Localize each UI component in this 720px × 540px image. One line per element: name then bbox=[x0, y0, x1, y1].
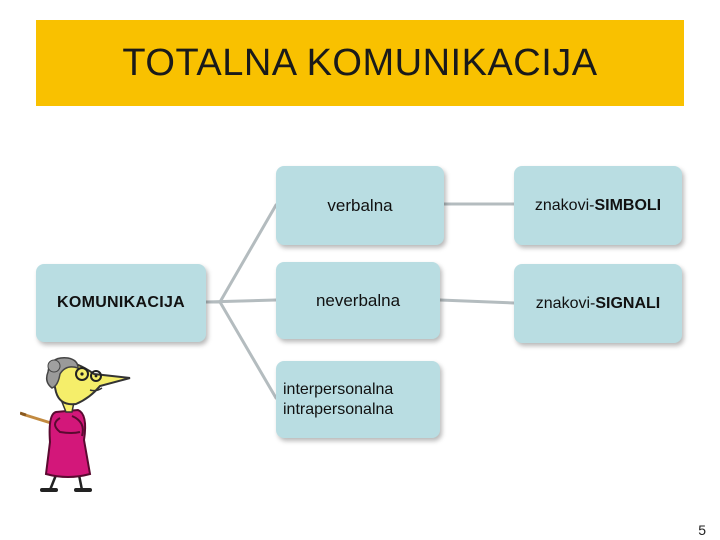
connector-root-interpersonal bbox=[204, 300, 278, 400]
teacher-illustration bbox=[20, 357, 131, 492]
node-interpersonalna-intrapersonalna: interpersonalna intrapersonalna bbox=[276, 361, 440, 438]
node-verbalna: verbalna bbox=[276, 166, 444, 245]
node-komunikacija-label: KOMUNIKACIJA bbox=[56, 294, 186, 311]
node-neverbalna-label: neverbalna bbox=[315, 290, 401, 310]
node-interpersonalna-label: interpersonalna bbox=[283, 380, 394, 398]
connector-neverbal-signali bbox=[438, 298, 516, 305]
node-znakovi-simboli-emph: SIMBOLI bbox=[594, 196, 662, 214]
title-banner: TOTALNA KOMUNIKACIJA bbox=[36, 20, 684, 106]
node-znakovi-signali: znakovi-SIGNALI bbox=[514, 264, 682, 343]
connector-root-verbal bbox=[204, 203, 278, 304]
node-znakovi-signali-prefix: znakovi- bbox=[535, 294, 596, 312]
node-neverbalna: neverbalna bbox=[276, 262, 440, 339]
node-intrapersonalna-label: intrapersonalna bbox=[283, 400, 394, 418]
node-komunikacija: KOMUNIKACIJA bbox=[36, 264, 206, 342]
slide-title: TOTALNA KOMUNIKACIJA bbox=[122, 41, 598, 84]
node-znakovi-simboli-prefix: znakovi- bbox=[534, 196, 595, 214]
node-verbalna-label: verbalna bbox=[327, 195, 393, 215]
page-number: 5 bbox=[698, 522, 706, 538]
node-znakovi-simboli: znakovi-SIMBOLI bbox=[514, 166, 682, 245]
node-znakovi-signali-emph: SIGNALI bbox=[595, 294, 661, 312]
